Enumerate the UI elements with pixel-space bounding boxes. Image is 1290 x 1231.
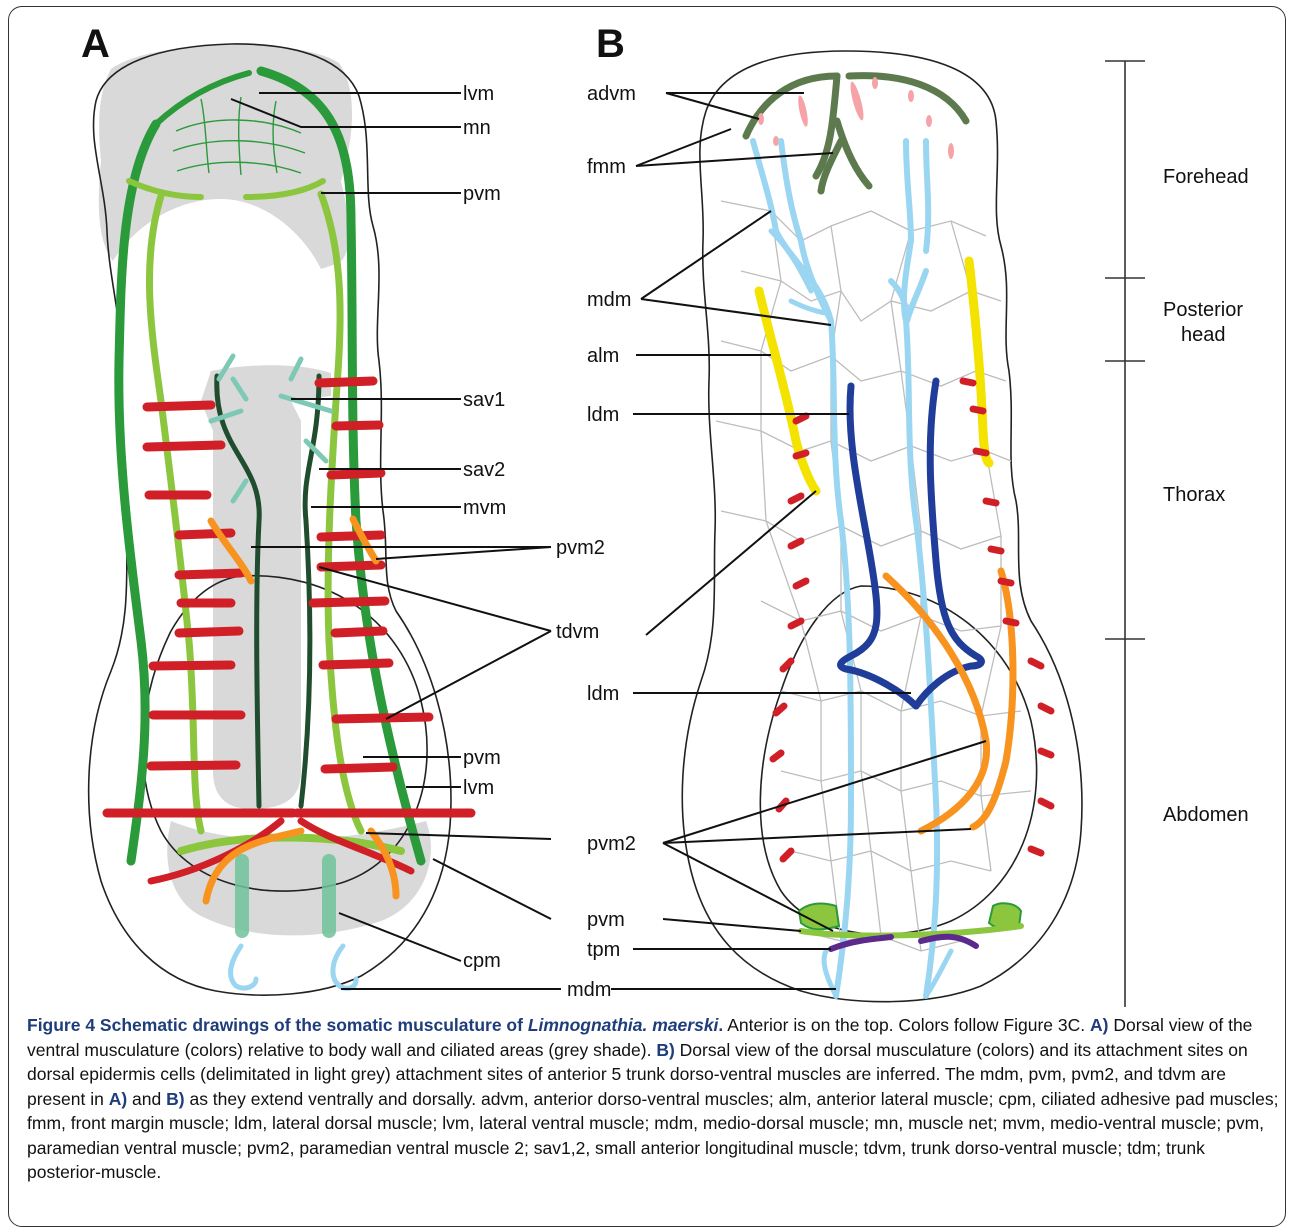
label-lvm-bottom: lvm [463,777,494,799]
body-wall-outline-b [682,51,1082,1002]
caption-text-4: and [127,1089,166,1109]
label-pvm2-shared: pvm2 [587,833,636,855]
caption-panel-ref-a1: A) [1090,1015,1108,1035]
label-pvm2-a: pvm2 [556,537,605,559]
region-forehead: Forehead [1163,166,1249,188]
label-fmm: fmm [587,156,626,178]
label-sav1: sav1 [463,389,505,411]
region-scale-bar [1105,61,1145,1007]
mdm-muscles-a [231,946,357,988]
caption-title: Figure 4 Schematic drawings of the somat… [27,1015,528,1035]
caption-panel-ref-b1: B) [656,1040,674,1060]
label-ldm-bottom: ldm [587,683,619,705]
label-pvm-top: pvm [463,183,501,205]
caption-species: Limnognathia. maerski [528,1015,719,1035]
label-lvm-top: lvm [463,83,494,105]
label-ldm-top: ldm [587,404,619,426]
label-mn: mn [463,117,491,139]
body-inner-outline-b [760,586,1036,934]
label-mvm: mvm [463,497,506,519]
caption-panel-ref-a2: A) [109,1089,127,1109]
region-posterior-head-line1: Posterior [1163,299,1243,321]
figure-drawing: A [9,7,1285,1007]
figure-caption: Figure 4 Schematic drawings of the somat… [27,1013,1283,1185]
label-sav2: sav2 [463,459,505,481]
label-tpm: tpm [587,939,620,961]
label-tdvm: tdvm [556,621,599,643]
label-mdm-shared: mdm [567,979,611,1001]
region-posterior-head-line2: head [1181,324,1226,346]
panel-letter-a: A [81,22,110,66]
region-thorax: Thorax [1163,484,1225,506]
label-pvm-shared: pvm [587,909,625,931]
label-pvm-a: pvm [463,747,501,769]
label-alm: alm [587,345,619,367]
figure-frame: A [8,6,1286,1227]
panel-letter-b: B [596,22,625,66]
caption-text-5: as they extend ventrally and dorsally. a… [27,1089,1279,1183]
label-cpm: cpm [463,950,501,972]
caption-panel-ref-b2: B) [166,1089,184,1109]
label-advm: advm [587,83,636,105]
caption-text-1: Anterior is on the top. Colors follow Fi… [723,1015,1090,1035]
region-abdomen: Abdomen [1163,804,1249,826]
label-mdm-b: mdm [587,289,631,311]
